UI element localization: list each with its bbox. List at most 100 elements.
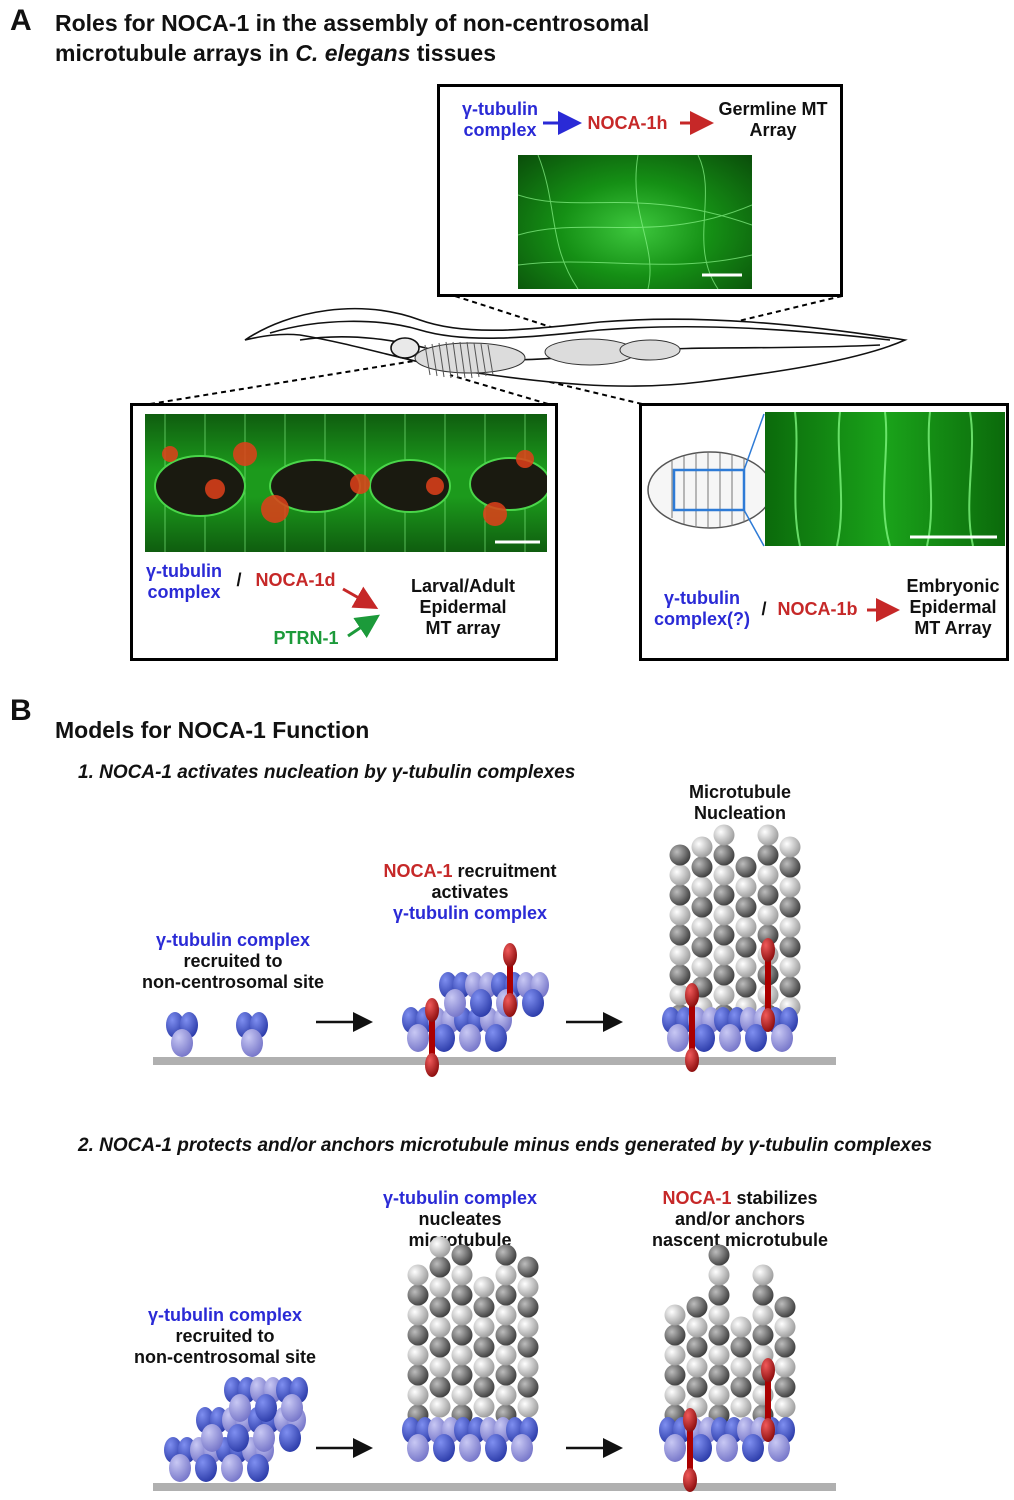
- tubulin-subunit: [664, 1304, 686, 1326]
- tubulin-subunit: [713, 924, 735, 946]
- gamma-tubulin-base: [742, 1434, 764, 1462]
- tubulin-subunit: [735, 856, 757, 878]
- tubulin-subunit: [708, 1364, 730, 1386]
- noca-1-head: [761, 1008, 775, 1032]
- tubulin-subunit: [495, 1284, 517, 1306]
- tubulin-subunit: [713, 864, 735, 886]
- tubulin-subunit: [691, 956, 713, 978]
- gamma-tubulin-base: [716, 1434, 738, 1462]
- tubulin-subunit: [757, 904, 779, 926]
- tubulin-subunit: [473, 1316, 495, 1338]
- tubulin-subunit: [407, 1284, 429, 1306]
- tubulin-subunit: [752, 1264, 774, 1286]
- tubulin-subunit: [495, 1344, 517, 1366]
- tubulin-subunit: [669, 904, 691, 926]
- panel-a-title-line2: microtubule arrays in C. elegans tissues: [55, 40, 497, 66]
- tubulin-subunit: [517, 1296, 539, 1318]
- tubulin-subunit: [779, 896, 801, 918]
- tubulin-subunit: [429, 1236, 451, 1258]
- gamma-tubulin-base: [433, 1024, 455, 1052]
- tubulin-subunit: [517, 1256, 539, 1278]
- tubulin-subunit: [708, 1264, 730, 1286]
- gamma-tubulin-base: [690, 1434, 712, 1462]
- tubulin-subunit: [730, 1336, 752, 1358]
- tubulin-subunit: [735, 956, 757, 978]
- gamma-tubulin-base: [229, 1394, 251, 1422]
- tubulin-subunit: [774, 1316, 796, 1338]
- model2-step3-label: NOCA-1 stabilizes and/or anchors nascent…: [651, 1188, 829, 1250]
- tubulin-subunit: [473, 1356, 495, 1378]
- tubulin-subunit: [473, 1396, 495, 1418]
- germline-micrograph: [518, 155, 752, 289]
- tubulin-subunit: [730, 1356, 752, 1378]
- tubulin-subunit: [407, 1304, 429, 1326]
- tubulin-subunit: [429, 1336, 451, 1358]
- model1-step1-label: γ-tubulin complex recruited to non-centr…: [141, 930, 325, 992]
- panel-a-title-line1: Roles for NOCA-1 in the assembly of non-…: [55, 10, 650, 36]
- tubulin-subunit: [407, 1364, 429, 1386]
- tubulin-subunit: [691, 876, 713, 898]
- gamma-tubulin-base: [485, 1434, 507, 1462]
- tubulin-subunit: [774, 1396, 796, 1418]
- gamma-tubulin-base: [433, 1434, 455, 1462]
- tubulin-subunit: [757, 924, 779, 946]
- tubulin-subunit: [669, 984, 691, 1006]
- gamma-tubulin-base: [511, 1434, 533, 1462]
- tubulin-subunit: [407, 1264, 429, 1286]
- tubulin-subunit: [735, 896, 757, 918]
- tubulin-subunit: [664, 1364, 686, 1386]
- tubulin-subunit: [664, 1384, 686, 1406]
- noca-1-rod: [765, 1370, 771, 1430]
- tubulin-subunit: [713, 964, 735, 986]
- tubulin-subunit: [664, 1344, 686, 1366]
- gamma-tubulin-base: [227, 1424, 249, 1452]
- model2-step1-label: γ-tubulin complex recruited to non-centr…: [133, 1305, 317, 1367]
- noca-1-rod: [687, 1420, 693, 1480]
- tubulin-subunit: [735, 976, 757, 998]
- tubulin-subunit: [779, 936, 801, 958]
- noca-1-head: [503, 993, 517, 1017]
- gamma-tubulin-base: [195, 1454, 217, 1482]
- gamma-tubulin-base: [459, 1024, 481, 1052]
- embryonic-micrograph: [765, 412, 1005, 546]
- tubulin-subunit: [779, 856, 801, 878]
- tubulin-subunit: [752, 1324, 774, 1346]
- tubulin-subunit: [669, 844, 691, 866]
- tubulin-subunit: [735, 916, 757, 938]
- gamma-tubulin-base: [279, 1424, 301, 1452]
- germline-arrow-red: [680, 111, 714, 135]
- panel-b-letter: B: [10, 694, 32, 727]
- tubulin-subunit: [669, 944, 691, 966]
- noca-1-rod: [765, 950, 771, 1020]
- tubulin-subunit: [451, 1304, 473, 1326]
- gamma-tubulin-base: [407, 1434, 429, 1462]
- tubulin-subunit: [774, 1336, 796, 1358]
- tubulin-subunit: [495, 1264, 517, 1286]
- gamma-tubulin-base: [171, 1029, 193, 1057]
- tubulin-subunit: [713, 984, 735, 1006]
- tubulin-subunit: [713, 944, 735, 966]
- gamma-tubulin-base: [470, 989, 492, 1017]
- tubulin-subunit: [730, 1396, 752, 1418]
- tubulin-subunit: [517, 1336, 539, 1358]
- larval-slash: /: [236, 570, 242, 590]
- larval-noca-label: NOCA-1d: [255, 570, 336, 590]
- gamma-tubulin-base: [253, 1424, 275, 1452]
- tubulin-subunit: [495, 1364, 517, 1386]
- gamma-tubulin-base: [201, 1424, 223, 1452]
- tubulin-subunit: [451, 1324, 473, 1346]
- gamma-tubulin-base: [485, 1024, 507, 1052]
- noca-1-head: [683, 1468, 697, 1492]
- germline-noca-label: NOCA-1h: [587, 113, 668, 133]
- noca-1-head: [685, 1048, 699, 1072]
- tubulin-subunit: [713, 904, 735, 926]
- gamma-tubulin-base: [281, 1394, 303, 1422]
- embryonic-arrow: [867, 598, 900, 622]
- tubulin-subunit: [451, 1344, 473, 1366]
- model-shapes: [164, 824, 801, 1492]
- tubulin-subunit: [451, 1364, 473, 1386]
